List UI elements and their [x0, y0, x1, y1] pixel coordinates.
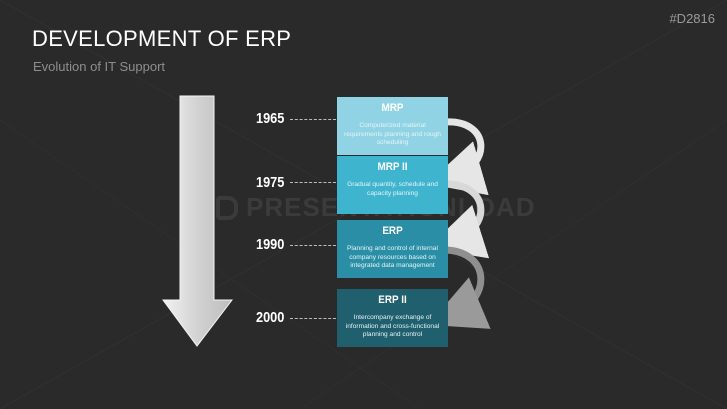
page-subtitle: Evolution of IT Support — [33, 59, 166, 74]
stage-box-erp: ERP Planning and control of internal com… — [337, 220, 448, 278]
stage-title: ERP II — [378, 294, 407, 306]
stage-box-erp-ii: ERP II Intercompany exchange of informat… — [337, 289, 448, 347]
watermark-logo-icon — [216, 195, 238, 220]
page-title: DEVELOPMENT OF ERP — [32, 26, 292, 51]
stage-title: MRP II — [377, 161, 408, 173]
connector-arrow-3 — [440, 246, 491, 329]
stage-box-mrp: MRP Computerized material requirements p… — [337, 97, 448, 155]
stage-title: MRP — [381, 102, 404, 114]
slide-code: #D2816 — [669, 11, 715, 26]
stage-description: Intercompany exchange of information and… — [345, 314, 440, 338]
dashed-connector — [290, 182, 336, 183]
connector-arrows — [440, 118, 491, 329]
dashed-connector — [290, 119, 336, 120]
year-label: 1965 — [256, 110, 285, 127]
stage-box-mrp-ii: MRP II Gradual quantity, schedule and ca… — [337, 156, 448, 214]
year-label: 2000 — [256, 309, 285, 326]
timeline-down-arrow-icon — [162, 95, 234, 347]
stage-description: Computerized material requirements plann… — [344, 122, 441, 146]
connector-arrow-1 — [440, 118, 489, 196]
connector-arrow-2 — [440, 180, 490, 259]
dashed-connector — [290, 245, 336, 246]
dashed-connector — [290, 318, 336, 319]
year-label: 1990 — [256, 236, 285, 253]
stage-description: Planning and control of internal company… — [347, 245, 438, 269]
stage-description: Gradual quantity, schedule and capacity … — [347, 181, 438, 197]
stage-title: ERP — [382, 225, 403, 237]
year-label: 1975 — [256, 174, 285, 191]
